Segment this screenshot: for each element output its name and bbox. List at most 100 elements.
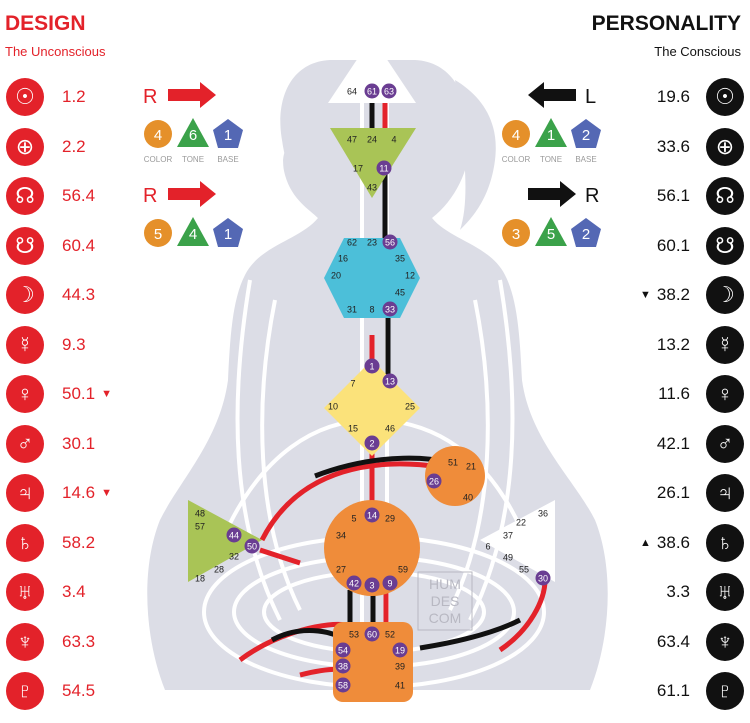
pluto-icon: ♇	[6, 672, 44, 710]
root-center	[333, 622, 413, 702]
personality-planet-row: ☊ 56.1	[657, 176, 744, 216]
personality-arrow-bottom-label: R	[585, 185, 599, 207]
gate-25: 25	[405, 402, 415, 412]
personality-arrow-bottom	[528, 181, 576, 207]
gate-11: 11	[379, 164, 388, 174]
saturn-icon: ♄	[6, 523, 44, 562]
gate-30: 30	[538, 574, 548, 584]
personality-arrow-top	[528, 82, 576, 108]
design-title: DESIGN	[5, 12, 86, 35]
personality-planet-value: 38.2	[656, 285, 690, 304]
mars-icon: ♂	[6, 424, 44, 463]
gate-32: 32	[229, 552, 239, 562]
design-tone-value: 4	[189, 226, 197, 243]
personality-planet-row: ☉19.6	[657, 77, 744, 117]
design-color-value: 5	[154, 226, 162, 243]
active-gate-marker	[335, 677, 351, 693]
active-gate-marker	[382, 575, 398, 591]
personality-planet-value: 61.1	[656, 681, 690, 700]
design-planet-marker: ▼	[101, 388, 112, 400]
variable-label-color: COLOR	[144, 155, 173, 164]
throat-center	[324, 238, 420, 318]
gate-50: 50	[247, 542, 257, 552]
active-gate-marker	[426, 473, 442, 489]
gate-48: 48	[195, 509, 205, 519]
mercury-icon: ☿	[6, 325, 44, 364]
personality-planet-value: 3.3	[666, 582, 690, 601]
personality-base-value: 2	[582, 226, 590, 243]
design-base-value: 1	[224, 226, 232, 243]
variable-label-tone: TONE	[540, 155, 562, 164]
design-base-badge	[213, 218, 243, 247]
watermark-line-2: DES	[431, 593, 460, 609]
gate-8: 8	[369, 305, 374, 315]
design-planet-value: 1.2	[62, 87, 86, 106]
personality-base-value: 2	[582, 127, 590, 144]
personality-planet-value: 11.6	[658, 384, 690, 403]
personality-planet-marker: ▼	[640, 289, 651, 301]
design-planet-row: ⊕2.2	[6, 127, 86, 167]
personality-planet-value: 38.6	[656, 532, 690, 552]
gate-4: 4	[391, 135, 396, 145]
active-gate-marker	[535, 570, 551, 586]
gate-20: 20	[331, 271, 341, 281]
active-gate-marker	[364, 358, 380, 374]
personality-planet-value: 56.1	[656, 186, 690, 205]
earth-icon: ⊕	[706, 127, 744, 166]
pluto-icon: ♇	[706, 672, 744, 710]
active-gate-marker	[364, 577, 380, 593]
gate-27: 27	[336, 565, 346, 575]
gate-44: 44	[229, 531, 239, 541]
gate-56: 56	[385, 238, 395, 248]
neptune-icon: ♆	[6, 622, 44, 661]
gate-15: 15	[348, 424, 358, 434]
gate-9: 9	[387, 579, 392, 589]
gate-2: 2	[369, 439, 374, 449]
personality-planet-value: 42.1	[656, 433, 690, 453]
gate-60: 60	[367, 630, 377, 640]
active-gate-marker	[244, 538, 260, 554]
design-planet-value: 54.5	[62, 681, 96, 700]
design-tone-badge	[177, 118, 209, 147]
gate-43: 43	[367, 183, 377, 193]
sun-icon: ☉	[706, 78, 744, 116]
design-planet-value: 30.1	[62, 433, 96, 453]
mercury-icon: ☿	[706, 325, 744, 364]
gate-51: 51	[448, 458, 458, 468]
watermark-line-3: COM	[429, 610, 462, 626]
design-planet-row: ♀50.1▼	[6, 374, 118, 414]
gate-18: 18	[195, 574, 205, 584]
north-node-icon: ☊	[706, 177, 744, 215]
gate-16: 16	[338, 254, 348, 264]
personality-color-badge	[502, 120, 530, 148]
gate-5: 5	[351, 514, 356, 524]
gate-42: 42	[349, 579, 359, 589]
gate-33: 33	[385, 305, 395, 315]
gate-61: 61	[367, 87, 377, 97]
personality-planet-value: 60.1	[656, 235, 690, 255]
gate-7: 7	[350, 379, 355, 389]
gate-63: 63	[384, 87, 394, 97]
gate-64: 64	[347, 87, 357, 97]
gate-62: 62	[347, 238, 357, 248]
sun-icon: ☉	[6, 78, 44, 116]
gate-58: 58	[338, 681, 348, 691]
design-tone-value: 6	[189, 127, 197, 144]
gate-22: 22	[516, 518, 526, 528]
gate-24: 24	[367, 135, 377, 145]
gate-34: 34	[336, 531, 346, 541]
personality-base-badge	[571, 119, 601, 148]
gate-57: 57	[195, 522, 205, 532]
active-gate-marker	[364, 83, 380, 99]
design-planet-value: 60.4	[62, 235, 96, 255]
ego-center	[425, 446, 485, 506]
gate-39: 39	[395, 662, 405, 672]
design-planet-value: 58.2	[62, 532, 96, 552]
gate-47: 47	[347, 135, 357, 145]
design-planet-marker: ▼	[101, 487, 112, 499]
spleen-center	[188, 500, 262, 582]
design-planet-value: 56.4	[62, 186, 96, 205]
